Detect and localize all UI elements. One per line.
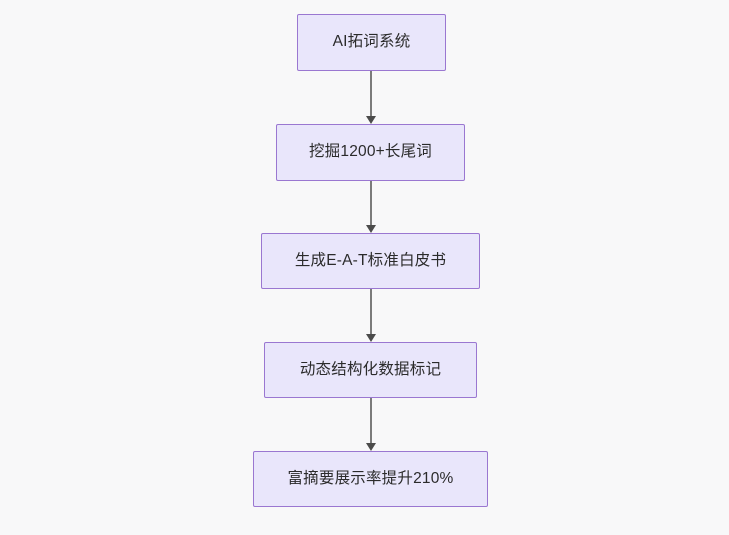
flow-connector-2 (365, 181, 377, 233)
flow-connector-3 (365, 289, 377, 342)
flow-node-label: 生成E-A-T标准白皮书 (294, 251, 447, 269)
flow-node-rich-snippet-result[interactable]: 富摘要展示率提升210% (253, 451, 488, 507)
flow-node-label: 动态结构化数据标记 (299, 360, 442, 378)
flow-node-structured-data-markup[interactable]: 动态结构化数据标记 (264, 342, 477, 398)
flow-node-label: 富摘要展示率提升210% (287, 469, 454, 487)
arrowhead-icon (366, 443, 376, 451)
flow-node-ai-keyword-system[interactable]: AI拓词系统 (297, 14, 446, 71)
connector-line (369, 71, 373, 116)
flow-node-label: AI拓词系统 (332, 33, 411, 51)
flow-connector-1 (365, 71, 377, 124)
flow-node-label: 挖掘1200+长尾词 (308, 143, 433, 161)
connector-line (369, 398, 373, 443)
flow-node-eat-whitepaper[interactable]: 生成E-A-T标准白皮书 (261, 233, 480, 289)
flow-node-long-tail-keywords[interactable]: 挖掘1200+长尾词 (276, 124, 465, 181)
arrowhead-icon (366, 334, 376, 342)
connector-line (369, 289, 373, 334)
flow-connector-4 (365, 398, 377, 451)
arrowhead-icon (366, 225, 376, 233)
connector-line (369, 181, 373, 225)
arrowhead-icon (366, 116, 376, 124)
